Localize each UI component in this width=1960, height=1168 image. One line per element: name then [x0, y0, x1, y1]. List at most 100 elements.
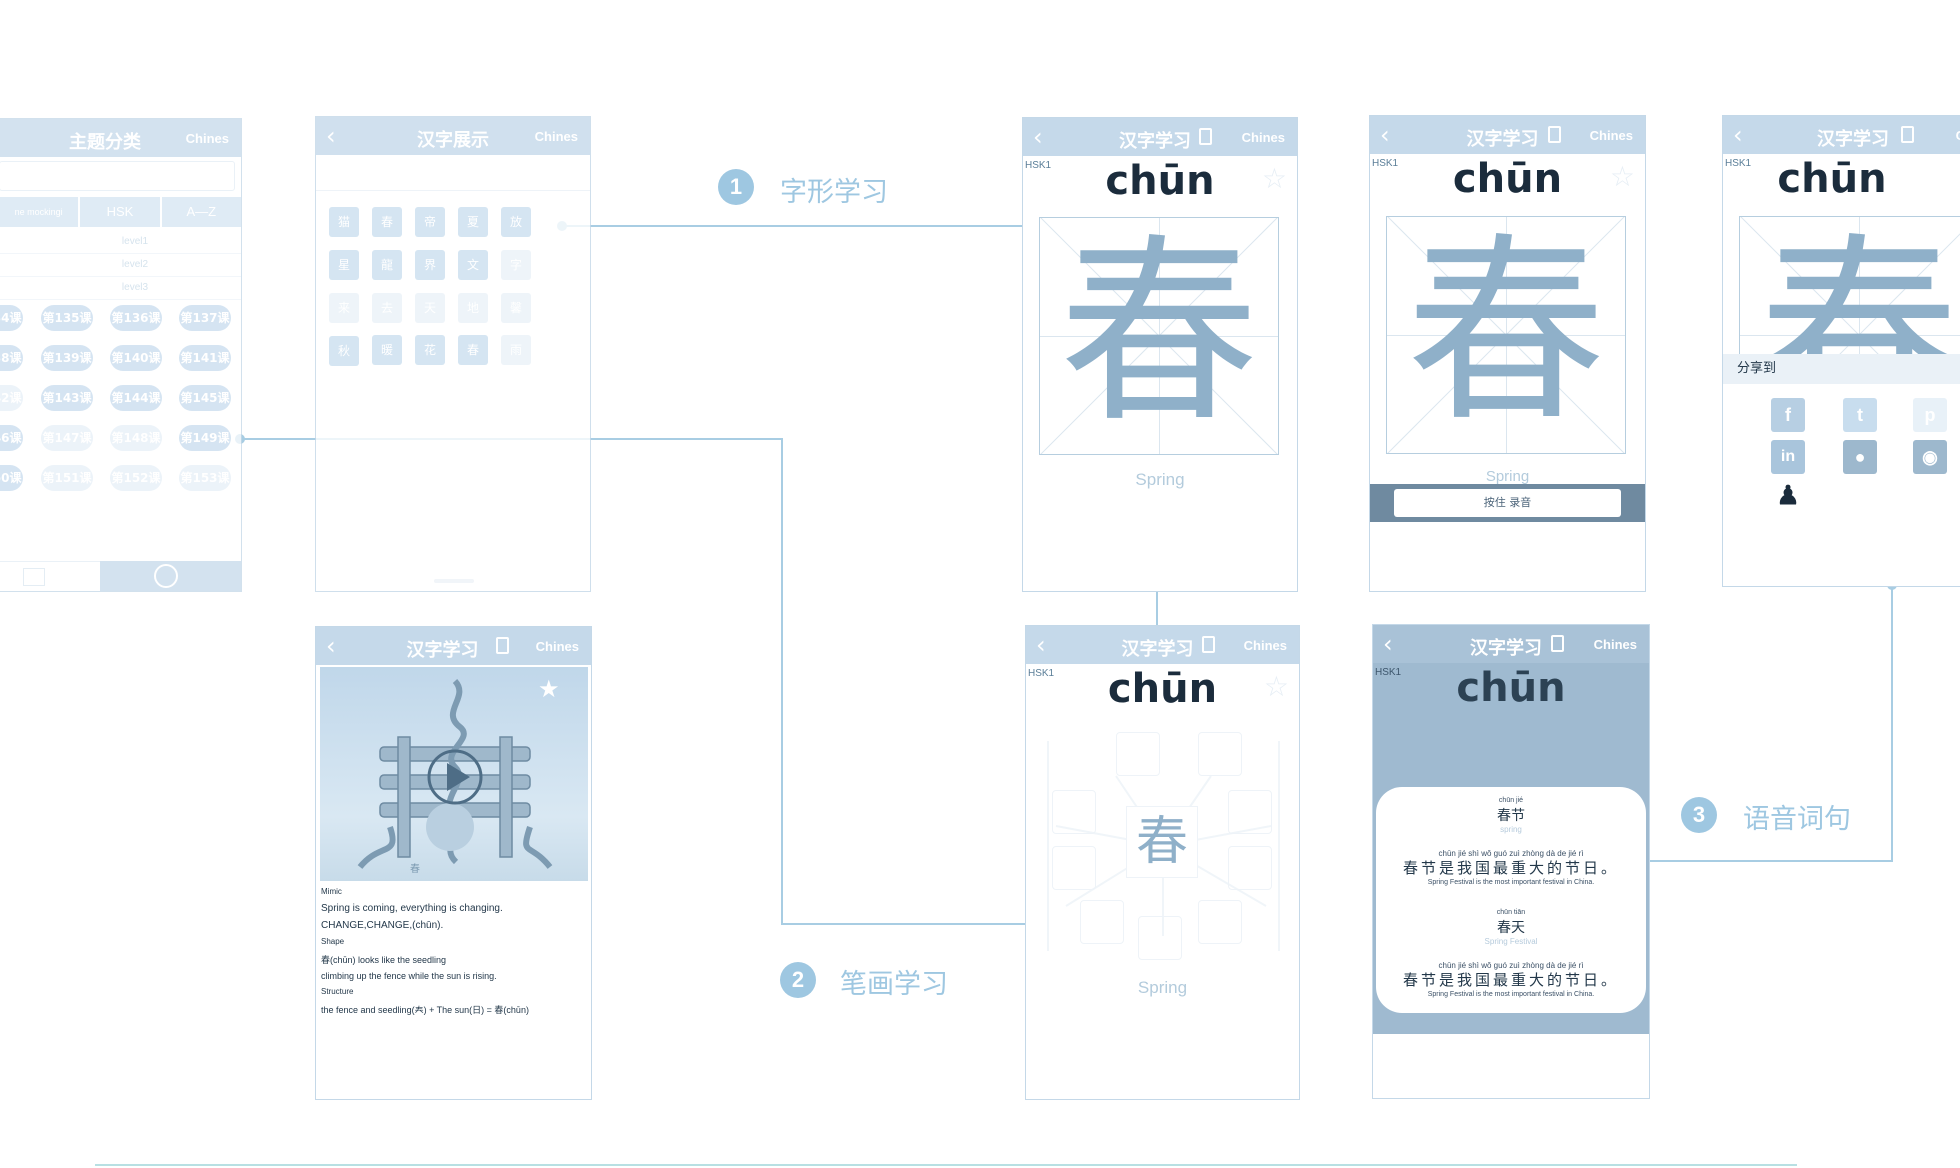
lesson-pill[interactable]: 第144课 [110, 385, 162, 411]
character-tile[interactable]: 馨 [501, 293, 531, 323]
stroke-box[interactable] [1138, 916, 1182, 960]
character-tile[interactable]: 地 [458, 293, 488, 323]
document-icon[interactable] [1901, 126, 1914, 143]
language-toggle[interactable]: Chines [1241, 130, 1285, 145]
document-icon[interactable] [1199, 128, 1212, 145]
stroke-box[interactable] [1052, 790, 1096, 834]
language-toggle[interactable]: Chines [185, 131, 229, 146]
character-tile[interactable]: 放 [501, 207, 531, 237]
tab-book[interactable] [0, 561, 100, 591]
back-icon[interactable]: ‹ [1033, 123, 1043, 151]
pinterest-icon[interactable]: p [1913, 398, 1947, 432]
lesson-pill[interactable]: 第145课 [179, 385, 231, 411]
hold-to-record-button[interactable]: 按住 录音 [1394, 489, 1621, 517]
stroke-box[interactable] [1116, 732, 1160, 776]
character-tile[interactable]: 帝 [415, 207, 445, 237]
lesson-pill[interactable]: 第142课 [0, 385, 23, 411]
lesson-pill[interactable]: 第148课 [110, 425, 162, 451]
bottom-tab-bar [0, 561, 241, 591]
hsk-level: HSK1 [1025, 160, 1052, 171]
lesson-pill[interactable]: 第137课 [179, 305, 231, 331]
stroke-box[interactable] [1228, 790, 1272, 834]
favorite-star-icon[interactable]: ☆ [1263, 670, 1289, 703]
stroke-center-character[interactable]: 春 [1126, 806, 1198, 878]
level-item[interactable]: level3 [0, 277, 241, 300]
back-icon[interactable]: ‹ [326, 122, 336, 150]
wechat-icon[interactable]: ● [1843, 440, 1877, 474]
tab-profile[interactable] [99, 561, 241, 591]
stroke-box[interactable] [1228, 846, 1272, 890]
character-tile[interactable]: 去 [372, 293, 402, 323]
favorite-star-icon[interactable]: ☆ [1261, 162, 1287, 195]
lesson-pill[interactable]: 第149课 [179, 425, 231, 451]
stroke-box[interactable] [1052, 846, 1096, 890]
tab-a-z[interactable]: A—Z [161, 197, 241, 227]
document-icon[interactable] [1548, 126, 1561, 143]
character-tile[interactable]: 字 [501, 250, 531, 280]
character-tile[interactable]: 来 [329, 293, 359, 323]
lesson-pill[interactable]: 第135课 [41, 305, 93, 331]
lesson-pill[interactable]: 第143课 [41, 385, 93, 411]
character-tile[interactable]: 春 [372, 207, 402, 237]
stroke-box[interactable] [1198, 900, 1242, 944]
lesson-pill[interactable]: 第136课 [110, 305, 162, 331]
back-icon[interactable]: ‹ [1380, 121, 1390, 149]
weibo-icon[interactable]: ◉ [1913, 440, 1947, 474]
sentence-hanzi[interactable]: 春节是我国最重大的节日。 [1402, 859, 1619, 877]
character-tile[interactable]: 雨 [501, 335, 531, 365]
lesson-pill[interactable]: 第146课 [0, 425, 23, 451]
story-video[interactable]: ★ 春 [320, 667, 588, 881]
character-tile[interactable]: 天 [415, 293, 445, 323]
lesson-pill[interactable]: 第147课 [41, 425, 93, 451]
stroke-box[interactable] [1080, 900, 1124, 944]
tab-hsk[interactable]: HSK [80, 197, 160, 227]
character-tile[interactable]: 夏 [458, 207, 488, 237]
document-icon[interactable] [1202, 636, 1215, 653]
character-tile[interactable]: 文 [458, 250, 488, 280]
book-icon [23, 568, 45, 586]
lesson-pill[interactable]: 第140课 [110, 345, 162, 371]
back-icon[interactable]: ‹ [1036, 631, 1046, 659]
document-icon[interactable] [496, 637, 509, 654]
language-toggle[interactable]: Chines [1593, 637, 1637, 652]
twitter-icon[interactable]: t [1843, 398, 1877, 432]
lesson-pill[interactable]: 第138课 [0, 345, 23, 371]
lesson-pill[interactable]: 第153课 [179, 465, 231, 491]
character-tile[interactable]: 暖 [372, 335, 402, 365]
character-tile[interactable]: 龍 [372, 250, 402, 280]
character-tile[interactable]: 秋 [329, 336, 359, 366]
character-tile[interactable]: 春 [458, 335, 488, 365]
tab-mockingi[interactable]: ne mockingi [0, 197, 79, 227]
language-toggle[interactable]: Chines [535, 639, 579, 654]
facebook-icon[interactable]: f [1771, 398, 1805, 432]
character-tile[interactable]: 花 [415, 335, 445, 365]
language-toggle[interactable]: Chines [1589, 128, 1633, 143]
lesson-pill[interactable]: 第141课 [179, 345, 231, 371]
character-tile[interactable]: 猫 [329, 207, 359, 237]
language-toggle[interactable]: Chines [1956, 128, 1960, 143]
character-tile[interactable]: 界 [415, 250, 445, 280]
search-input[interactable] [316, 157, 590, 191]
document-icon[interactable] [1551, 635, 1564, 652]
linkedin-icon[interactable]: in [1771, 440, 1805, 474]
language-toggle[interactable]: Chines [534, 129, 578, 144]
lesson-pill[interactable]: 第151课 [41, 465, 93, 491]
back-icon[interactable]: ‹ [1383, 630, 1393, 658]
lesson-pill[interactable]: 第150课 [0, 465, 23, 491]
lesson-pill[interactable]: 第152课 [110, 465, 162, 491]
search-input[interactable] [0, 161, 235, 191]
character-tile[interactable]: 星 [329, 250, 359, 280]
lesson-pill[interactable]: 第134课 [0, 305, 23, 331]
back-icon[interactable]: ‹ [1733, 121, 1743, 149]
sentence-hanzi[interactable]: 春节是我国最重大的节日。 [1402, 971, 1619, 989]
section-3-number: 3 [1681, 797, 1717, 833]
qq-icon[interactable]: ♟ [1771, 480, 1805, 514]
lesson-pill[interactable]: 第139课 [41, 345, 93, 371]
level-item[interactable]: level2 [0, 254, 241, 277]
sentence-pinyin: chūn jié shì wǒ guó zuì zhòng dà de jié … [1438, 849, 1584, 858]
language-toggle[interactable]: Chines [1243, 638, 1287, 653]
stroke-box[interactable] [1198, 732, 1242, 776]
level-item[interactable]: level1 [0, 231, 241, 254]
favorite-star-icon[interactable]: ☆ [1609, 160, 1635, 193]
back-icon[interactable]: ‹ [326, 632, 336, 660]
